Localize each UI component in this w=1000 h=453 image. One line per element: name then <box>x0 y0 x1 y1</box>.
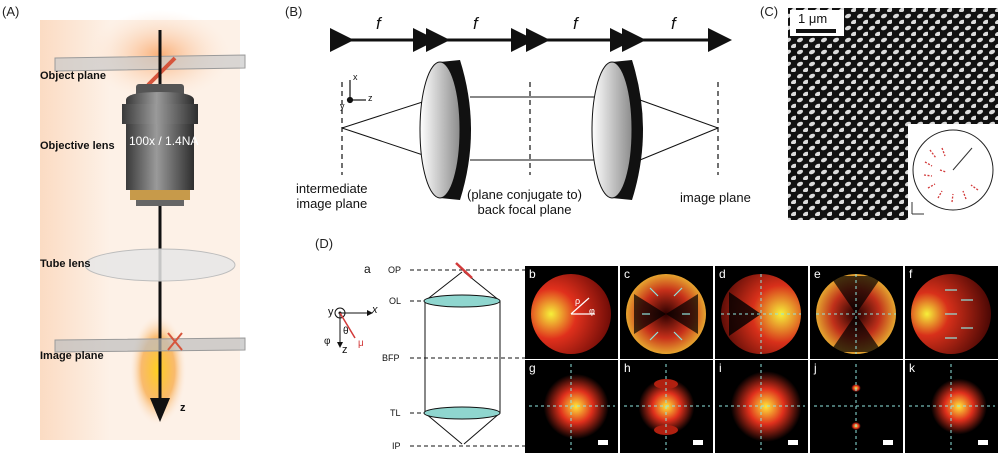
tile-g: g <box>525 360 618 453</box>
panel-c-micrograph <box>788 8 998 220</box>
panel-d-label: (D) <box>315 236 334 251</box>
axis-x-label: x <box>353 72 358 82</box>
axis-y-label: y <box>340 101 345 111</box>
tile-h: h <box>620 360 713 453</box>
f-label-2: f <box>473 14 478 33</box>
plane-ol: OL <box>389 296 402 306</box>
tile-k-label: k <box>909 361 915 375</box>
panel-c-label: (C) <box>760 4 779 19</box>
object-plane-sheet <box>54 54 246 72</box>
objective-lens-ellipse <box>423 294 501 308</box>
panel-b-4f-system <box>330 28 732 200</box>
f-label-3: f <box>573 14 578 33</box>
axis-z-label: z <box>368 93 373 103</box>
tile-b: b ρ φ <box>525 266 618 359</box>
tile-h-label: h <box>624 361 631 375</box>
tile-k: k <box>905 360 998 453</box>
tile-f: f <box>905 266 998 359</box>
axis-x-d: x <box>372 304 378 316</box>
panel-c: (C) <box>760 0 1000 225</box>
plane-bfp: BFP <box>382 353 400 363</box>
optical-axis-arrow <box>150 398 170 422</box>
plane-tl: TL <box>390 408 401 418</box>
tile-d-label: d <box>719 267 726 281</box>
tile-i: i <box>715 360 808 453</box>
tile-j-scalebar <box>883 440 893 445</box>
panel-a: (A) <box>0 0 260 453</box>
tile-b-label: b <box>529 267 536 281</box>
lens-1 <box>419 61 461 199</box>
tube-lens-ellipse <box>423 406 501 420</box>
tile-b-rho: ρ <box>575 296 581 306</box>
axis-z-d: z <box>342 344 348 356</box>
label-object-plane: Object plane <box>40 70 107 82</box>
angle-theta: θ <box>343 326 349 337</box>
panel-d-schematic <box>334 262 525 447</box>
scale-bar-label: 1 μm <box>798 11 828 26</box>
f-label-4: f <box>671 14 676 33</box>
panel-d-sub-a: a <box>364 262 371 276</box>
tile-j: j <box>810 360 903 453</box>
tile-g-scalebar <box>598 440 608 445</box>
label-image-plane-b: image plane <box>680 190 751 205</box>
label-conjugate-plane: (plane conjugate to) back focal plane <box>467 187 582 217</box>
f-label-1: f <box>376 14 381 33</box>
label-objective-lens: Objective lens <box>40 140 115 152</box>
tile-i-label: i <box>719 361 722 375</box>
panel-a-illustration <box>40 10 246 440</box>
tile-b-phi: φ <box>589 306 595 316</box>
angle-mu: μ <box>358 338 364 349</box>
angle-phi: φ <box>324 336 331 347</box>
tile-k-scalebar <box>978 440 988 445</box>
label-image-plane: Image plane <box>40 350 104 362</box>
tile-e-label: e <box>814 267 821 281</box>
plane-op: OP <box>388 265 402 275</box>
label-axis-z: z <box>180 402 186 414</box>
tube-lens-shape <box>84 248 236 282</box>
tile-h-scalebar <box>693 440 703 445</box>
tile-e: e <box>810 266 903 359</box>
tile-f-label: f <box>909 267 913 281</box>
axis-y-d: y <box>328 306 334 318</box>
tile-c-label: c <box>624 267 630 281</box>
objective-lens-text: 100x / 1.4NA <box>129 134 199 148</box>
tile-j-label: j <box>814 361 817 375</box>
label-tube-lens: Tube lens <box>40 258 91 270</box>
tile-d: d <box>715 266 808 359</box>
panel-b-label: (B) <box>285 4 303 19</box>
lens-2 <box>591 61 633 199</box>
tile-i-scalebar <box>788 440 798 445</box>
plane-ip: IP <box>392 441 401 451</box>
tile-c: c <box>620 266 713 359</box>
panel-b: (B) <box>260 0 780 230</box>
label-intermediate-image-plane: intermediate image plane <box>296 181 368 211</box>
panel-d: (D) a OP OL BFP TL IP <box>300 230 1000 453</box>
image-plane-sheet <box>54 337 246 353</box>
tile-g-label: g <box>529 361 536 375</box>
panel-a-label: (A) <box>2 4 20 19</box>
